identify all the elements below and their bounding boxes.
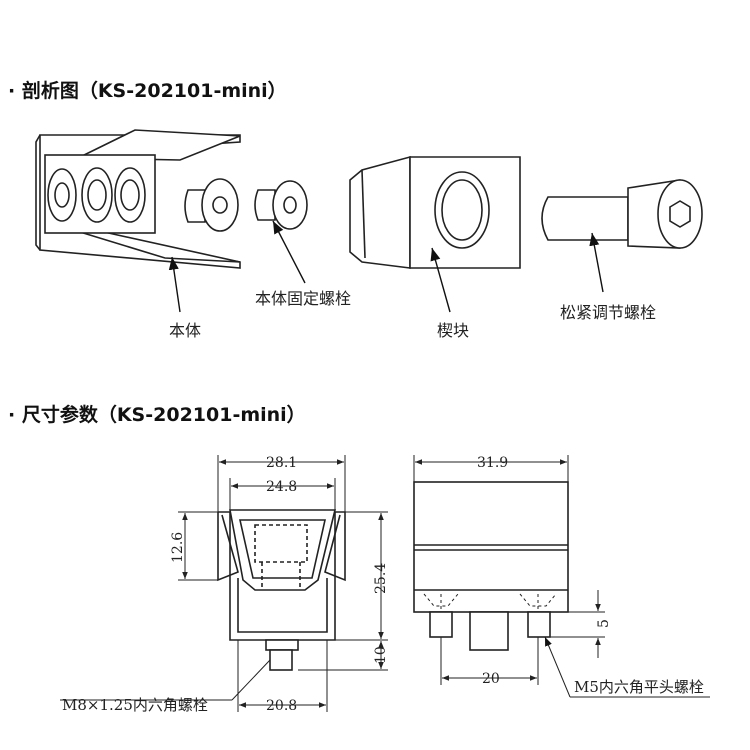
dim-front-overall-width: 28.1: [266, 455, 297, 471]
label-body: 本体: [169, 321, 201, 340]
front-view: [217, 509, 346, 671]
dim-front-wedge-height: 12.6: [170, 532, 186, 563]
body-fixing-bolt-2: [254, 180, 308, 230]
adjusting-bolt-part: [541, 179, 703, 249]
side-view-hidden-lines: [423, 593, 557, 612]
dim-front-bolt-length: 10: [373, 646, 389, 664]
note-m8-bolt: M8×1.25内六角螺栓: [62, 696, 208, 714]
dim-front-body-height: 25.4: [373, 563, 389, 594]
dim-front-bolt-spacing: 20.8: [266, 698, 297, 714]
dimensions-heading: · 尺寸参数（KS-202101-mini）: [8, 404, 306, 426]
side-view: [413, 481, 569, 651]
body-part: [35, 129, 241, 269]
label-wedge: 楔块: [437, 321, 469, 340]
label-adjusting-bolt: 松紧调节螺栓: [560, 303, 656, 322]
wedge-part: [349, 155, 521, 269]
front-dimension-lines: [60, 455, 388, 712]
dim-front-inner-width: 24.8: [266, 479, 297, 495]
dim-side-bolt-protrusion: 5: [596, 619, 612, 628]
side-dimension-lines: [413, 455, 710, 698]
label-pointers: [168, 220, 604, 313]
body-fixing-bolt-1: [184, 178, 239, 232]
dim-side-bolt-spacing: 20: [482, 671, 500, 687]
dim-side-overall-width: 31.9: [477, 455, 508, 471]
label-body-fixing-bolt: 本体固定螺栓: [255, 289, 351, 308]
exploded-view-heading: · 剖析图（KS-202101-mini）: [8, 80, 287, 102]
note-m5-bolt: M5内六角平头螺栓: [574, 678, 704, 696]
